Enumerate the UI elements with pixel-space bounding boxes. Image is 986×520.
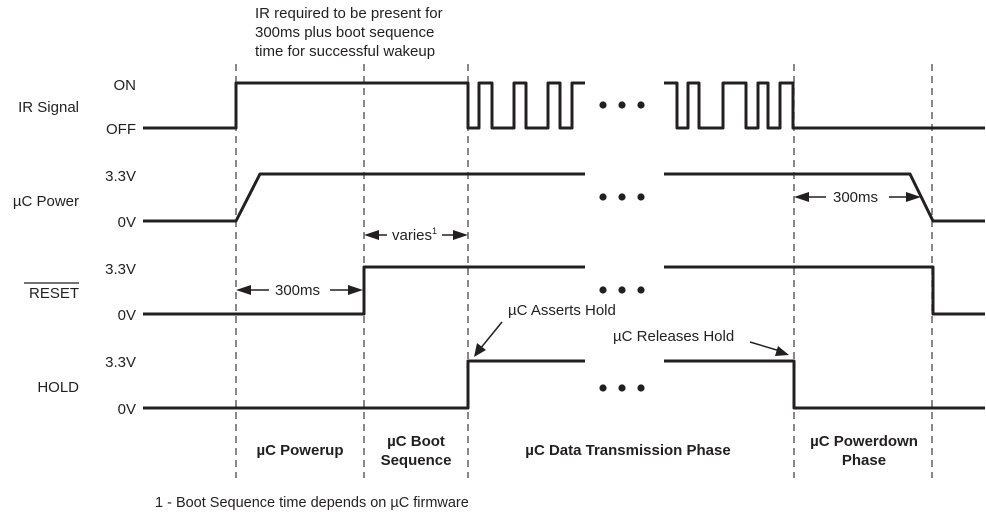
header-note-line-3: time for successful wakeup [255,43,435,60]
phase-label-boot-line-2: Sequence [381,452,452,469]
powerup-duration-label: 300ms [275,282,320,299]
releases-hold-label: µC Releases Hold [613,328,734,345]
header-note: IR required to be present for 300ms plus… [255,5,443,60]
ir-signal-high-label: ON [114,77,137,94]
reset-waveform-part-2 [664,265,985,316]
callout-arrow-line [749,341,781,352]
reset-label: RESET [29,285,79,302]
releases-hold-callout: µC Releases Hold [613,328,789,356]
ellipsis-icon [599,193,645,201]
varies-label: varies1 [392,226,437,244]
phase-guides [235,64,933,478]
arrow-left-icon [794,192,809,202]
callout-arrow-line [479,321,503,350]
uc-power-waveform-part-2 [664,172,985,223]
hold-waveform-part-2 [664,359,985,410]
header-note-line-1: IR required to be present for [255,5,443,22]
arrow-right-icon [453,230,468,240]
reset-low-label: 0V [118,307,136,324]
arrow-right-icon [348,285,363,295]
reset-waveform-part-1 [143,265,585,316]
uc-power-low-label: 0V [118,214,136,231]
phase-label-boot-line-1: µC Boot [387,433,445,450]
hold-waveform-part-1 [143,359,585,410]
hold-low-label: 0V [118,401,136,418]
ir-signal-waveform-part-1 [143,81,585,130]
arrow-down-right-icon [775,346,789,356]
asserts-hold-callout: µC Asserts Hold [474,302,616,357]
phase-label-powerdown-line-2: Phase [842,452,886,469]
powerdown-duration-label: 300ms [833,189,878,206]
varies-dimension: varies1 [364,226,468,244]
phase-labels: µC Powerup µC Boot Sequence µC Data Tran… [257,433,918,469]
ir-signal-low-label: OFF [106,121,136,138]
uc-power-row: µC Power 3.3V 0V varies1 300ms [13,168,985,244]
uc-power-high-label: 3.3V [105,168,136,185]
reset-row: RESET 3.3V 0V 300ms [24,261,985,324]
powerdown-duration-dimension: 300ms [794,189,921,206]
ellipsis-icon [599,286,645,294]
phase-label-data-transmission: µC Data Transmission Phase [525,442,730,459]
ir-signal-label: IR Signal [18,99,79,116]
hold-row: HOLD 3.3V 0V µC Asserts Hold µC Releases… [37,302,985,418]
ellipsis-icon [599,101,645,109]
phase-label-powerdown-line-1: µC Powerdown [810,433,918,450]
phase-label-powerup: µC Powerup [257,442,344,459]
footnote: 1 - Boot Sequence time depends on µC fir… [155,495,469,511]
header-note-line-2: 300ms plus boot sequence [255,24,434,41]
hold-label: HOLD [37,379,79,396]
reset-high-label: 3.3V [105,261,136,278]
powerup-duration-dimension: 300ms [236,282,363,299]
uc-power-label: µC Power [13,193,79,210]
hold-high-label: 3.3V [105,354,136,371]
ellipsis-icon [599,384,645,392]
ir-signal-waveform-part-2 [664,81,985,130]
arrow-right-icon [906,192,921,202]
arrow-left-icon [236,285,251,295]
arrow-left-icon [364,230,379,240]
arrow-down-left-icon [474,343,486,357]
ir-signal-row: IR Signal ON OFF [18,77,985,138]
uc-power-waveform-part-1 [143,172,585,223]
asserts-hold-label: µC Asserts Hold [508,302,616,319]
